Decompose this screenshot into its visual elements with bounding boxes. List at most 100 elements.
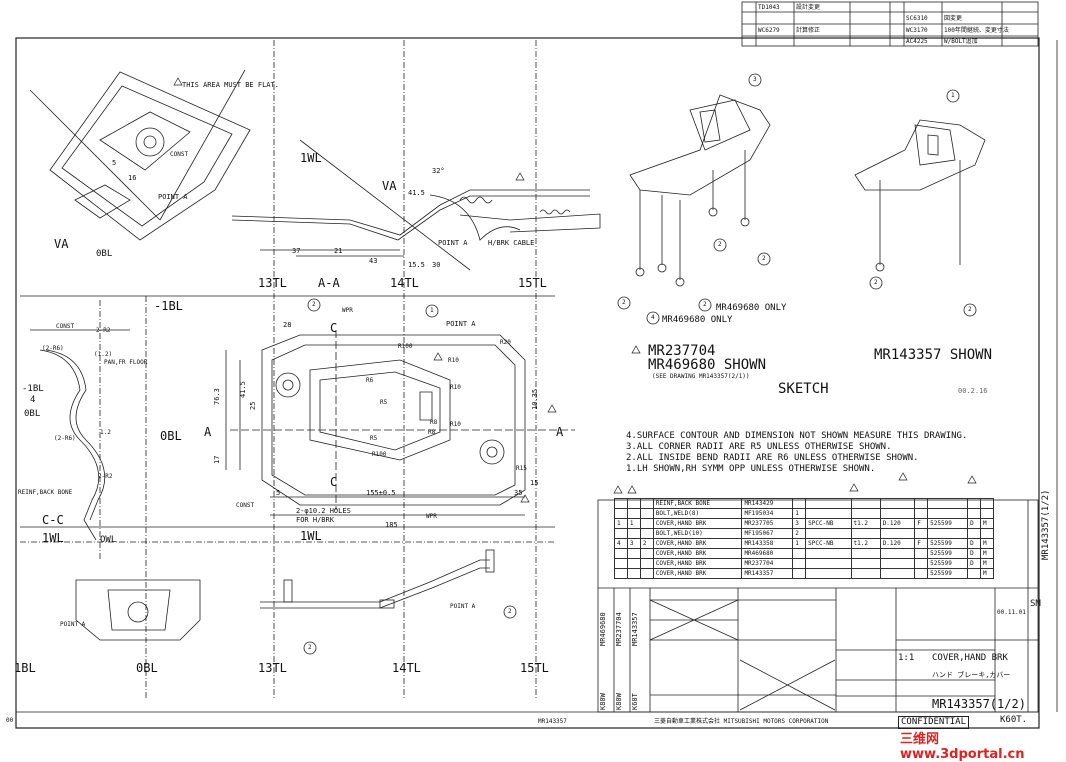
parts-cell (639, 528, 654, 539)
parts-cell: COVER,HAND BRK (652, 518, 743, 529)
grid-label: 14TL (390, 276, 419, 290)
parts-cell (967, 528, 982, 539)
parts-cell (614, 548, 628, 559)
parts-cell (980, 528, 994, 539)
side-code: K80W (615, 693, 623, 710)
dimension: (2-R6) (54, 435, 76, 442)
parts-cell: D (967, 558, 982, 569)
parts-cell (914, 498, 929, 509)
dimension: 21 (334, 247, 343, 255)
grid-label: 1WL (42, 531, 64, 545)
parts-cell: 4 (614, 538, 628, 549)
parts-cell: D (967, 538, 982, 549)
parts-cell (927, 498, 969, 509)
parts-cell (614, 508, 628, 519)
parts-cell (879, 548, 916, 559)
side-model: MR237704 (615, 612, 623, 646)
rev-desc: W/BOLT追加 (944, 38, 978, 45)
parts-cell (626, 558, 641, 569)
shown-label: MR143357 SHOWN (874, 347, 993, 363)
cut-label: A (556, 425, 564, 439)
dimension: 30 (432, 261, 441, 269)
parts-cell (805, 558, 852, 569)
wpr-label: WPR (426, 513, 437, 520)
parts-cell (879, 568, 916, 579)
parts-cell: SPCC-NB (805, 518, 852, 529)
grid-label: 14TL (392, 661, 421, 675)
side-model: MR469680 (599, 612, 607, 646)
dimension: (1.2) (94, 351, 113, 358)
grid-label: OWL (100, 535, 117, 545)
dimension: 41.5 (239, 381, 247, 398)
parts-cell (792, 558, 807, 569)
radius-label: R10 (450, 421, 461, 428)
radius-label: R20 (500, 339, 511, 346)
section-label: C-C (42, 513, 64, 527)
parts-cell: REINF,BACK BONE (652, 498, 743, 509)
balloon: 2 (622, 299, 626, 306)
sketch-note: MR469680 ONLY (716, 303, 787, 313)
radius-label: R8 (430, 419, 438, 426)
parts-cell (927, 508, 969, 519)
parts-cell: t1.2 (850, 538, 881, 549)
side-model: MR143357 (631, 612, 639, 646)
date-stamp: 00.2.16 (958, 387, 988, 395)
parts-cell (614, 498, 628, 509)
parts-cell (626, 508, 641, 519)
hole-note: 2-φ10.2 HOLES (296, 507, 351, 515)
balloon: 2 (762, 255, 766, 262)
balloon: 4 (651, 314, 655, 321)
balloon: 1 (430, 307, 434, 314)
parts-cell (792, 498, 807, 509)
parts-cell: BOLT,WELD(10) (652, 528, 743, 539)
parts-cell: MR469680 (741, 548, 794, 559)
parts-cell: 2 (639, 538, 654, 549)
dimension: 185 (385, 521, 398, 529)
corner-mark: 00 (6, 717, 14, 724)
parts-cell (792, 548, 807, 559)
radius-label: R5 (380, 399, 388, 406)
grid-label: 13TL (258, 661, 287, 675)
point-label: POINT A (438, 239, 468, 247)
radius-label: R6 (366, 377, 374, 384)
shown-label: MR237704 (648, 343, 716, 359)
hole-note: FOR H/BRK (296, 516, 334, 524)
see-note: (SEE DRAWING MR143357(2/1)) (652, 373, 750, 380)
grid-label: 1WL (300, 529, 322, 543)
dimension: 2-R2 (98, 473, 113, 480)
scale: 1:1 (898, 653, 915, 663)
parts-cell (626, 528, 641, 539)
rev-code: SC6310 (906, 15, 928, 22)
dimension: 4 (30, 395, 36, 405)
grid-label: 15TL (520, 661, 549, 675)
dimension: 5 (276, 489, 281, 497)
reinf-label: REINF,BACK BONE (18, 489, 73, 496)
balloon: 2 (718, 241, 722, 248)
rev-desc: 100年間継続、変更寸法 (944, 27, 1009, 34)
grid-label: 1BL (14, 661, 36, 675)
dimension: 25 (249, 401, 257, 410)
parts-cell: MR237704 (741, 558, 794, 569)
parts-cell: 525599 (927, 568, 969, 579)
rev-code: AC4225 (906, 38, 928, 45)
dimension: 76.3 (213, 388, 221, 405)
rev-desc: 図変更 (944, 15, 963, 22)
parts-cell (927, 528, 969, 539)
parts-cell (639, 548, 654, 559)
parts-cell: M (980, 548, 994, 559)
dimension: CONST (170, 151, 189, 158)
rev-desc: 設計変更 (796, 4, 821, 11)
parts-cell: MR143358 (741, 538, 794, 549)
side-code: K60T (631, 693, 639, 710)
parts-cell (914, 508, 929, 519)
parts-cell: BOLT,WELD(8) (652, 508, 743, 519)
grid-label: 0BL (24, 409, 41, 419)
parts-cell: D (967, 548, 982, 559)
